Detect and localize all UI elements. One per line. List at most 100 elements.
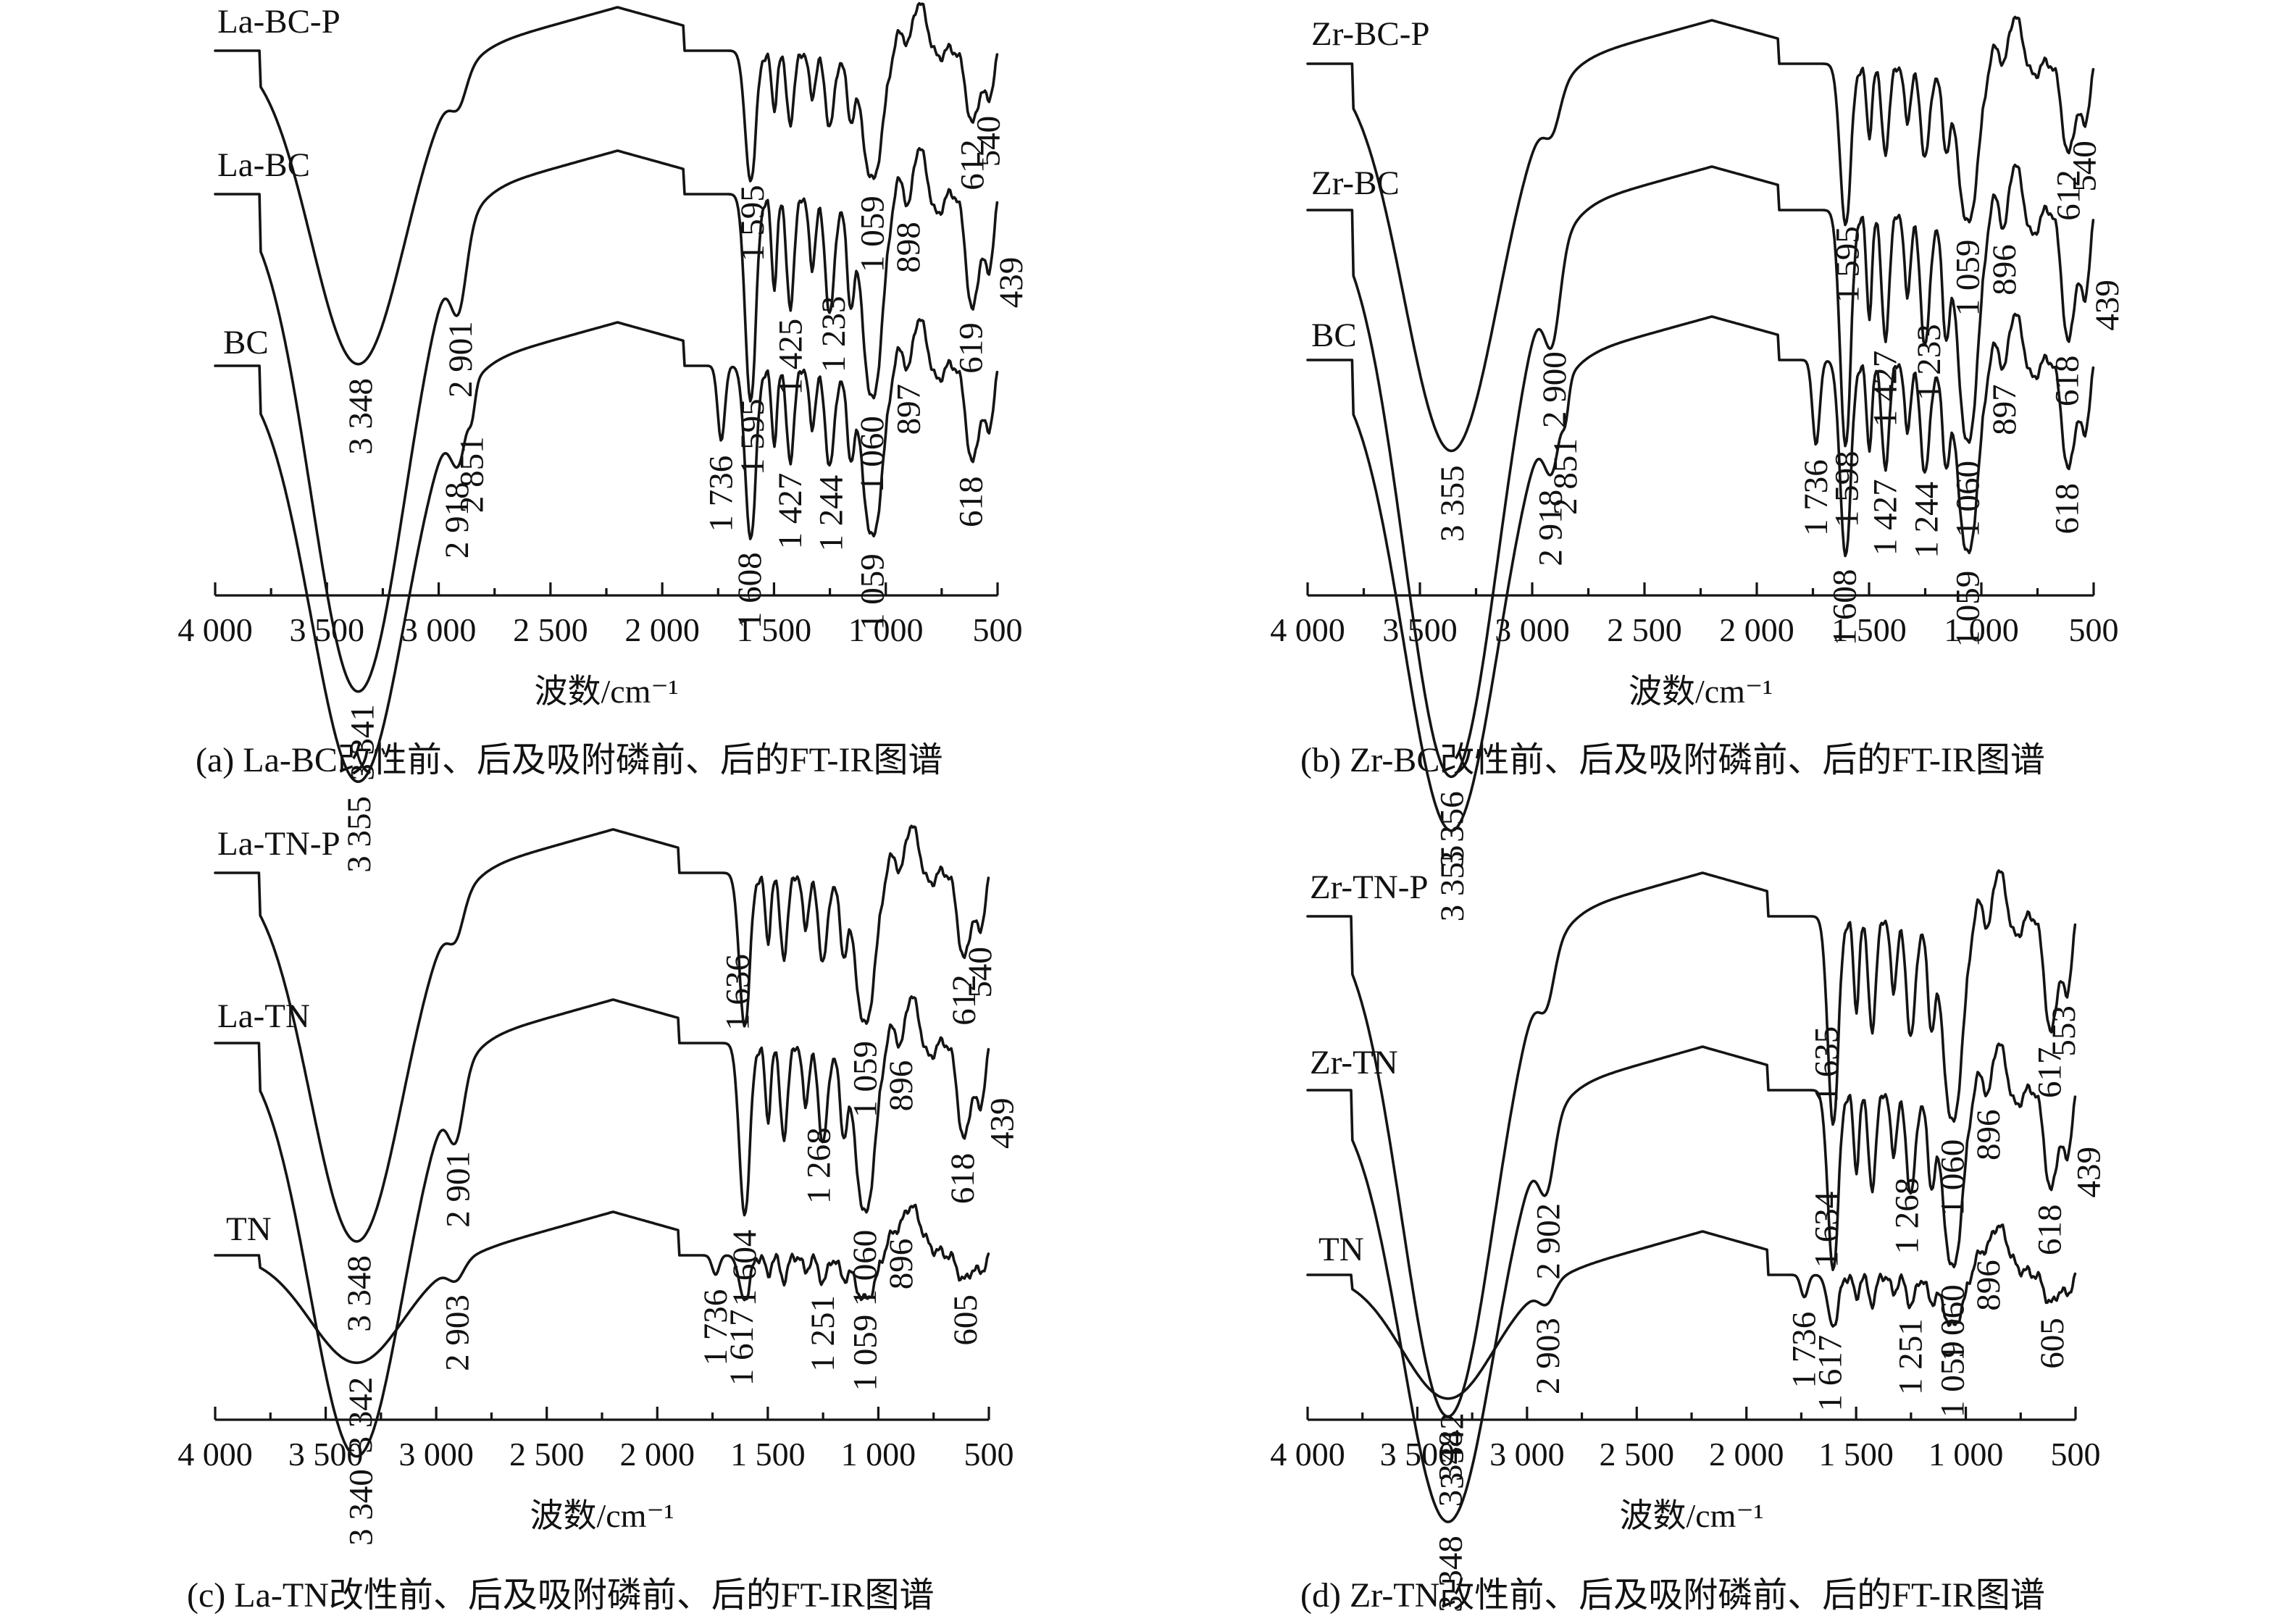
peak-label: 2 901 — [439, 1151, 477, 1228]
peak-label: 1 425 — [772, 319, 810, 395]
peak-label: 612 — [945, 974, 983, 1026]
peak-label: 2 918 — [438, 482, 476, 558]
x-tick-label: 500 — [2051, 1436, 2101, 1473]
peak-label: 1 736 — [1786, 1312, 1823, 1389]
x-tick-label: 2 000 — [1709, 1436, 1784, 1473]
spectrum-line-bc — [214, 318, 999, 783]
x-tick-label: 1 000 — [841, 1436, 916, 1473]
x-tick-label: 2 500 — [1607, 611, 1682, 648]
peak-label: 612 — [2049, 169, 2087, 220]
peak-label: 1 059 — [854, 196, 892, 272]
peak-label: 1 251 — [804, 1295, 842, 1372]
peak-label: 618 — [944, 1153, 982, 1205]
x-tick-label: 1 000 — [1928, 1436, 2004, 1473]
x-tick-label: 3 500 — [1382, 611, 1458, 648]
peak-label: 1 244 — [812, 475, 850, 552]
peak-label: 1 617 — [1812, 1335, 1850, 1412]
peak-label: 617 — [2031, 1047, 2069, 1099]
peak-label: 1 059 — [854, 553, 892, 630]
x-tick-label: 3 000 — [1489, 1436, 1565, 1473]
spectrum-line-la-bc — [214, 147, 999, 693]
x-axis-label: 波数/cm⁻¹ — [1619, 1497, 1763, 1534]
x-tick-label: 3 000 — [1495, 611, 1570, 648]
peak-label: 1 608 — [731, 552, 769, 629]
peak-label: 1 233 — [815, 296, 853, 373]
peak-label: 3 355 — [1434, 845, 1471, 922]
x-tick-label: 4 000 — [1270, 1436, 1345, 1473]
peak-label: 3 342 — [1433, 1412, 1471, 1489]
series-label: Zr-BC — [1311, 164, 1400, 202]
peak-label: 897 — [1986, 384, 2023, 435]
peak-label: 3 348 — [1432, 1431, 1470, 1507]
peak-label: 896 — [1986, 244, 2023, 296]
peak-label: 1 268 — [1888, 1178, 1926, 1255]
peak-label: 1 608 — [1826, 569, 1864, 646]
series-label: TN — [1318, 1231, 1364, 1268]
peak-label: 2 903 — [1529, 1318, 1567, 1394]
x-tick-label: 2 000 — [620, 1436, 695, 1473]
peak-label: 2 851 — [1547, 438, 1584, 515]
x-tick-label: 2 500 — [1600, 1436, 1675, 1473]
peak-label: 896 — [1970, 1260, 2007, 1311]
peak-label: 540 — [970, 116, 1008, 167]
peak-label: 3 348 — [342, 378, 380, 455]
peak-label: 1 604 — [726, 1230, 764, 1307]
peak-label: 1 059 — [1934, 1341, 1972, 1418]
spectrum-line-zr-bc — [1306, 163, 2095, 779]
peak-label: 553 — [2045, 1005, 2083, 1057]
peak-label: 1 617 — [723, 1310, 761, 1386]
peak-label: 2 851 — [454, 436, 491, 513]
x-tick-label: 1 500 — [1831, 611, 1907, 648]
x-axis-label: 波数/cm⁻¹ — [534, 673, 678, 710]
peak-label: 3 342 — [342, 1377, 380, 1454]
peak-label: 2 901 — [442, 321, 480, 398]
panel-caption: (a) La-BC改性前、后及吸附磷前、后的FT-IR图谱 — [196, 741, 943, 779]
x-tick-label: 1 000 — [848, 611, 924, 648]
x-tick-label: 2 000 — [624, 611, 700, 648]
series-label: BC — [1311, 317, 1357, 354]
peak-label: 1 427 — [1867, 479, 1905, 556]
peak-label: 605 — [2034, 1318, 2071, 1369]
peak-label: 3 340 — [342, 1469, 380, 1546]
x-tick-label: 500 — [2069, 611, 2119, 648]
peak-label: 1 060 — [1949, 461, 1986, 537]
series-label: La-TN — [217, 997, 310, 1035]
x-tick-label: 4 000 — [177, 1436, 253, 1473]
x-tick-label: 1 000 — [1944, 611, 2019, 648]
peak-label: 1 598 — [1828, 451, 1866, 527]
x-tick-label: 500 — [964, 1436, 1014, 1473]
x-tick-label: 1 500 — [730, 1436, 806, 1473]
peak-label: 1 251 — [1892, 1318, 1930, 1395]
peak-label: 618 — [2048, 356, 2086, 406]
spectrum-line-la-tn — [214, 995, 990, 1458]
peak-label: 1 059 — [846, 1315, 884, 1391]
x-tick-label: 500 — [973, 611, 1023, 648]
peak-label: 540 — [2066, 141, 2104, 191]
x-tick-label: 2 500 — [509, 1436, 585, 1473]
x-tick-label: 4 000 — [177, 611, 253, 648]
spectrum-line-zr-tn-p — [1306, 869, 2077, 1418]
peak-label: 1 736 — [1797, 459, 1835, 536]
peak-label: 2 903 — [439, 1294, 477, 1371]
peak-label: 3 348 — [1432, 1536, 1470, 1612]
peak-label: 618 — [953, 477, 990, 528]
peak-label: 1 233 — [1910, 324, 1948, 401]
x-tick-label: 1 500 — [1818, 1436, 1894, 1473]
series-label: La-BC — [217, 146, 310, 184]
spectrum-line-tn — [1306, 1223, 2077, 1400]
peak-label: 3 348 — [340, 1255, 378, 1332]
peak-label: 1 736 — [697, 1289, 735, 1366]
peak-label: 3 341 — [343, 704, 381, 781]
peak-label: 2 918 — [1531, 490, 1569, 566]
peak-label: 2 902 — [1530, 1203, 1568, 1280]
peak-label: 1 268 — [801, 1127, 838, 1204]
x-tick-label: 2 500 — [513, 611, 588, 648]
spectrum-line-zr-tn — [1306, 1042, 2077, 1523]
peak-label: 896 — [882, 1239, 920, 1290]
peak-label: 1 636 — [719, 954, 756, 1031]
x-tick-label: 1 500 — [737, 611, 812, 648]
peak-label: 3 355 — [340, 796, 378, 873]
peak-label: 439 — [984, 1098, 1021, 1150]
